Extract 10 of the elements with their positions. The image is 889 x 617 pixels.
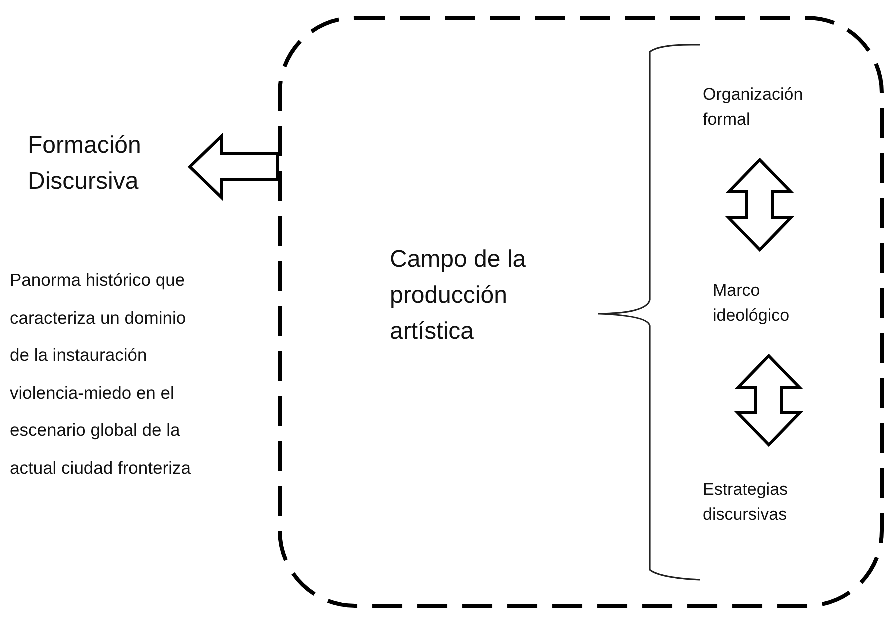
dashed-rounded-box: [278, 16, 884, 608]
node-text: Marco ideológico: [713, 280, 791, 327]
description-text: Panorma histórico que caracteriza un dominio de la instauración violencia-miedo en el escenario global de la actual ciudad fronteriza: [10, 269, 192, 480]
node-text: Estrategias discursivas: [703, 479, 790, 526]
block-arrow: [734, 354, 804, 448]
node-text: Organización formal: [703, 84, 804, 131]
block-arrow: [725, 158, 795, 252]
node-text: Formación Discursiva: [28, 131, 142, 197]
node-text: Campo de la producción artística: [390, 245, 528, 347]
block-arrow: [188, 132, 280, 202]
